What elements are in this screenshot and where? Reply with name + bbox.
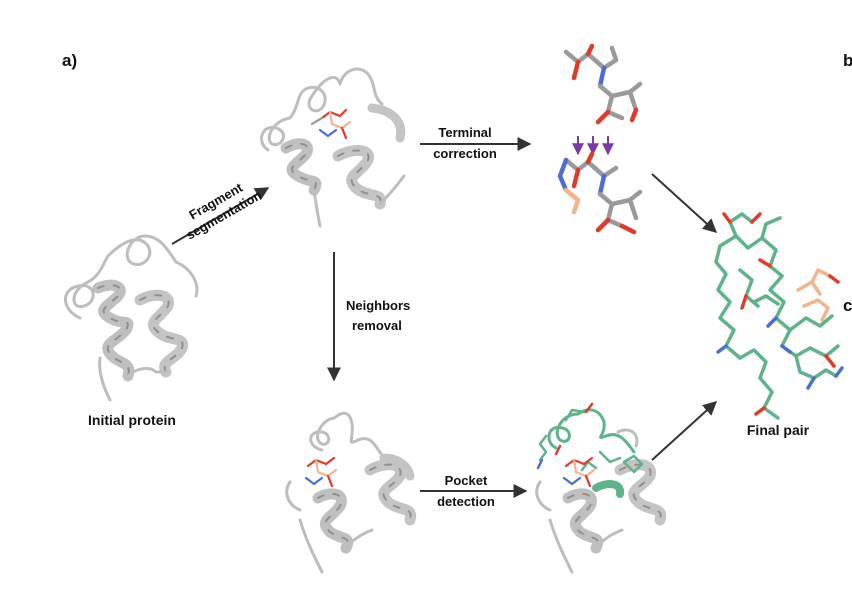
panel-b-label: b bbox=[843, 51, 852, 70]
panel-a-label: a) bbox=[62, 51, 77, 70]
neighbors-removal-line2: removal bbox=[352, 318, 402, 333]
pocket-detection-line1: Pocket bbox=[445, 473, 488, 488]
terminal-correction-line2: correction bbox=[433, 146, 497, 161]
correction-arrows bbox=[572, 136, 614, 156]
ligand-bottom-right bbox=[562, 456, 596, 488]
terminal-correction-line1: Terminal bbox=[438, 125, 491, 140]
neighbors-removal-line1: Neighbors bbox=[346, 298, 410, 313]
initial-protein-label: Initial protein bbox=[88, 412, 176, 428]
fragment-ligand bbox=[310, 108, 352, 140]
pocket-detection-line2: detection bbox=[437, 494, 495, 509]
protein-after-neighbor-removal bbox=[285, 411, 417, 574]
fragment-segmentation-arrow bbox=[171, 187, 270, 245]
protein-with-pocket bbox=[535, 428, 667, 574]
initial-protein-structure bbox=[64, 234, 199, 402]
fragment-segmentation-label: Fragment segmentation bbox=[183, 180, 264, 243]
to-final-arrow-bottom bbox=[651, 401, 718, 461]
ligand-bottom-left bbox=[304, 456, 338, 488]
fragment-structure bbox=[260, 67, 406, 228]
final-pair-structure bbox=[714, 212, 844, 420]
pocket-residues bbox=[536, 402, 644, 498]
final-pair-label: Final pair bbox=[747, 422, 810, 438]
to-final-arrow-top bbox=[651, 173, 718, 233]
panel-c-label: c bbox=[843, 296, 852, 315]
peptide-after-correction bbox=[557, 151, 643, 235]
peptide-before-correction bbox=[563, 43, 643, 125]
